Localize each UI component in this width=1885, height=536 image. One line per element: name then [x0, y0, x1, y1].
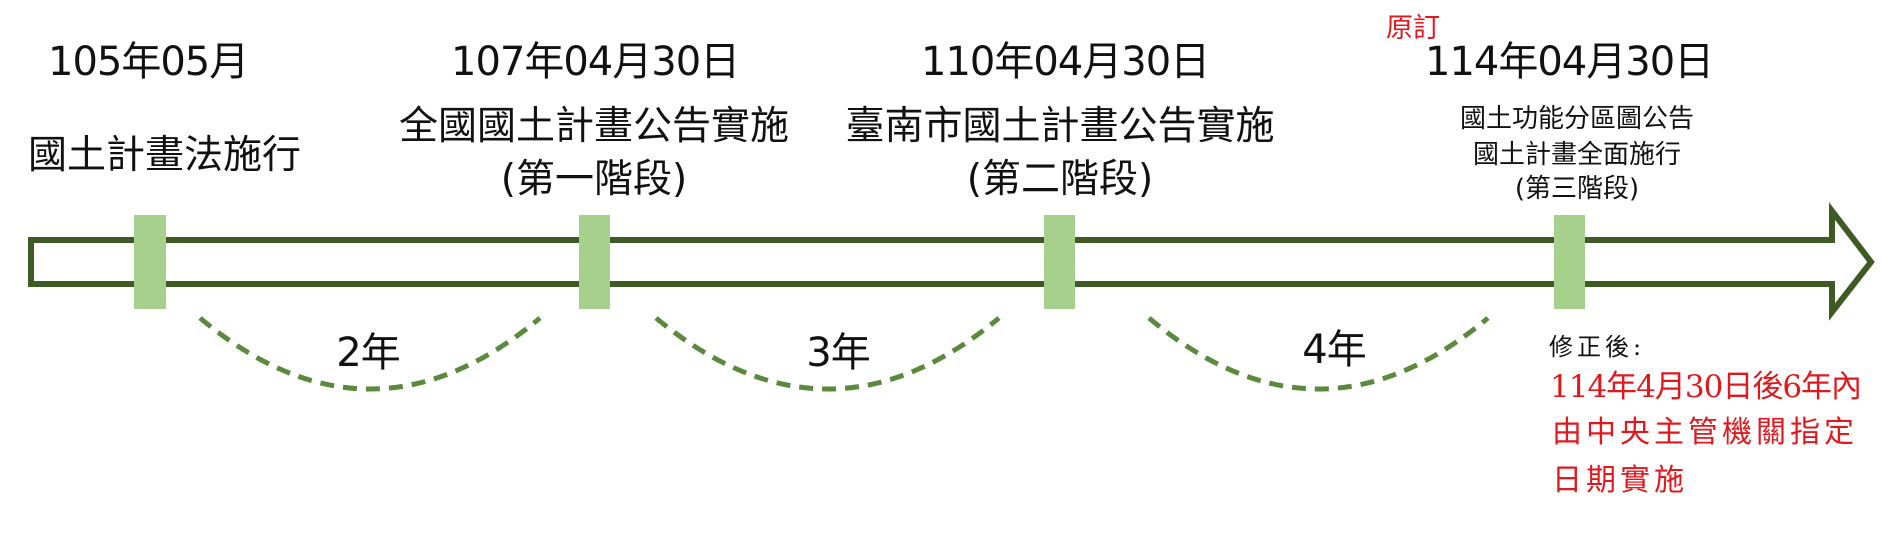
- milestone-desc-4a: 國土功能分區圖公告: [1459, 104, 1695, 134]
- revision-line-1: 114年4月30日後6年內: [1550, 369, 1862, 405]
- milestone-phase-4: (第三階段): [1514, 174, 1640, 204]
- interval-arc-2: [654, 316, 1001, 392]
- milestone-desc-4b: 國土計畫全面施行: [1472, 140, 1682, 170]
- milestone-marker-3: [1044, 215, 1075, 309]
- milestone-date-4: 114年04月30日: [1425, 39, 1714, 85]
- revision-label: 修正後:: [1549, 333, 1646, 361]
- interval-arc-3: [1147, 316, 1490, 392]
- milestone-phase-2: (第一階段): [500, 157, 688, 202]
- timeline-arrow: [28, 202, 1875, 321]
- milestone-marker-4: [1554, 215, 1585, 309]
- revision-line-3: 日期實施: [1552, 463, 1688, 498]
- original-date-label: 原訂: [1386, 13, 1440, 44]
- milestone-marker-1: [134, 215, 166, 309]
- milestone-phase-3: (第二階段): [966, 157, 1154, 202]
- interval-arc-1: [198, 316, 542, 392]
- interval-label-1: 2年: [336, 330, 400, 376]
- interval-label-3: 4年: [1302, 327, 1366, 373]
- milestone-date-3: 110年04月30日: [921, 39, 1210, 85]
- milestone-date-1: 105年05月: [48, 39, 249, 85]
- milestone-desc-2: 全國國土計畫公告實施: [398, 104, 790, 149]
- milestone-desc-3: 臺南市國土計畫公告實施: [845, 104, 1275, 149]
- milestone-marker-2: [579, 215, 610, 309]
- interval-label-2: 3年: [806, 330, 870, 376]
- revision-line-2: 由中央主管機關指定: [1552, 415, 1858, 450]
- milestone-date-2: 107年04月30日: [451, 39, 740, 85]
- milestone-desc-1: 國土計畫法施行: [28, 133, 302, 178]
